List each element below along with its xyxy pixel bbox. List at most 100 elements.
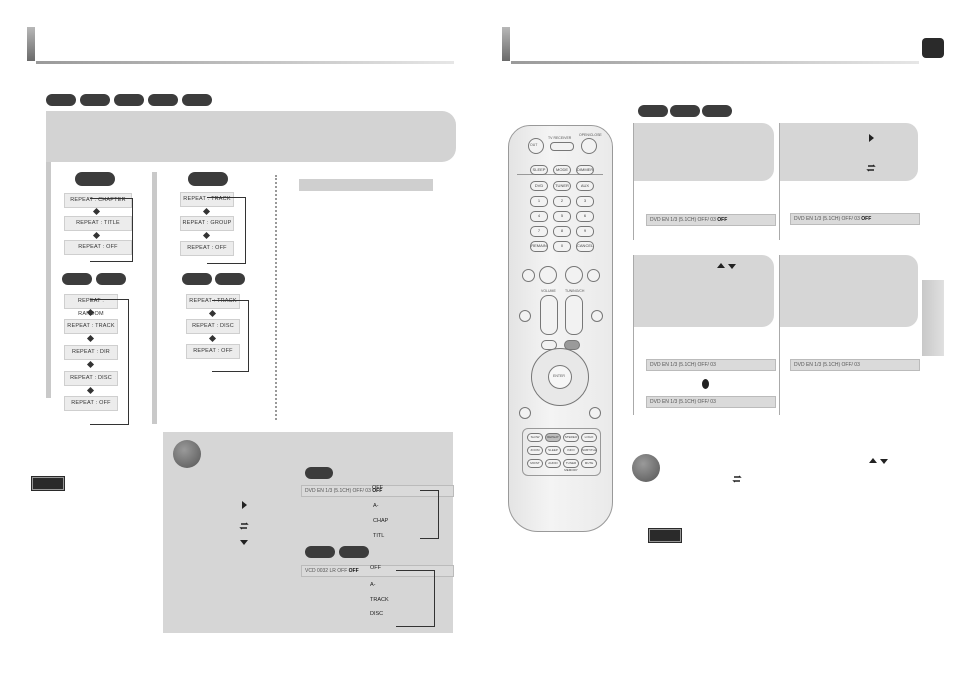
power-button[interactable] bbox=[528, 138, 544, 154]
play-pause-button[interactable] bbox=[565, 266, 583, 284]
step-number-icon bbox=[632, 454, 660, 482]
aux-button[interactable]: AUX bbox=[576, 181, 594, 191]
cancel-button[interactable]: CANCEL bbox=[576, 241, 594, 252]
digit-button[interactable]: 8 bbox=[553, 226, 571, 237]
repeat-choice: TITL bbox=[373, 533, 384, 539]
tv-receiver-switch[interactable] bbox=[550, 142, 574, 151]
header-bar-right bbox=[502, 27, 510, 61]
panel-header bbox=[780, 123, 918, 181]
remote-label: TUNING/CH bbox=[565, 289, 585, 293]
sleep-button-2[interactable]: SLEEP bbox=[545, 446, 561, 455]
audio-button[interactable]: AUDIO bbox=[545, 459, 561, 468]
disc-type-pill bbox=[339, 546, 369, 558]
step-panel bbox=[779, 123, 918, 240]
stop-button[interactable] bbox=[539, 266, 557, 284]
digit-button[interactable]: 4 bbox=[530, 211, 548, 222]
digit-button[interactable]: 9 bbox=[576, 226, 594, 237]
repeat-choice-label: A- bbox=[373, 503, 379, 509]
down-arrow-icon bbox=[728, 264, 736, 269]
stereo-button[interactable]: STEREO bbox=[563, 433, 579, 442]
mo-st-button[interactable]: MO/ST bbox=[527, 459, 543, 468]
repeat-choice-label: OFF bbox=[372, 485, 383, 491]
digit-button[interactable]: 2 bbox=[553, 196, 571, 207]
digit-button[interactable]: 3 bbox=[576, 196, 594, 207]
play-icon bbox=[869, 134, 874, 142]
osd-disc: DVD bbox=[650, 217, 661, 223]
osd-info: 0032 LR OFF bbox=[316, 568, 348, 574]
osd-bar: DVD EN 1/3 (5.1CH) OFF/ 03 OFF bbox=[790, 213, 920, 225]
disc-type-pill bbox=[702, 105, 732, 117]
repeat-option: REPEAT : TRACK bbox=[180, 192, 234, 207]
slow-button[interactable]: SLOW bbox=[527, 433, 543, 442]
step-panel bbox=[633, 123, 774, 240]
repeat-choice-label: OFF bbox=[370, 565, 381, 571]
repeat-option: REPEAT : TRACK bbox=[64, 319, 118, 334]
side-button-left[interactable] bbox=[519, 310, 531, 322]
dvd-pill bbox=[305, 467, 333, 479]
remain-button[interactable]: REMAIN bbox=[530, 241, 548, 252]
page-number-tab bbox=[922, 38, 944, 58]
remote-control: OUT TV RECEIVER OPEN/CLOSE SLEEP MODE DI… bbox=[508, 125, 613, 532]
disc-type-pill bbox=[638, 105, 668, 117]
dvd-pill bbox=[75, 172, 115, 186]
digit-button[interactable]: 0 bbox=[553, 241, 571, 252]
step-panel bbox=[633, 255, 774, 415]
tuner-memory-button[interactable]: TUNER MEMORY bbox=[563, 459, 579, 472]
info-button-2[interactable]: INFO bbox=[563, 446, 579, 455]
info-button[interactable] bbox=[564, 340, 580, 350]
repeat-option: REPEAT : TRACK bbox=[186, 294, 240, 309]
up-arrow-icon bbox=[717, 263, 725, 268]
digit-button[interactable]: 5 bbox=[553, 211, 571, 222]
open-close-button[interactable] bbox=[581, 138, 597, 154]
skip-back-button[interactable] bbox=[522, 269, 535, 282]
repeat-choice: OFF bbox=[370, 565, 381, 571]
tuning-rocker[interactable] bbox=[565, 295, 583, 335]
mute-button-2[interactable]: MUTE bbox=[581, 459, 597, 468]
header-line-left bbox=[36, 61, 454, 64]
side-button-right[interactable] bbox=[591, 310, 603, 322]
mute-button[interactable] bbox=[589, 407, 601, 419]
dvd-button[interactable]: DVD bbox=[530, 181, 548, 191]
subtitle-button[interactable]: SUBTITLE bbox=[581, 446, 597, 455]
return-button[interactable] bbox=[519, 407, 531, 419]
osd-disc: DVD bbox=[794, 362, 805, 368]
loop-arrow bbox=[396, 570, 435, 627]
note-label bbox=[648, 528, 682, 543]
repeat-option: REPEAT : TITLE bbox=[64, 216, 132, 231]
dimmer-button[interactable]: DIMMER bbox=[576, 165, 594, 175]
repeat-choice: TRACK bbox=[370, 597, 389, 603]
repeat-option: REPEAT : DIR bbox=[64, 345, 118, 360]
loop-arrow bbox=[420, 490, 439, 539]
disc-type-pill bbox=[182, 94, 212, 106]
disc-type-pill bbox=[182, 273, 212, 285]
digit-button[interactable]: 6 bbox=[576, 211, 594, 222]
volume-rocker[interactable] bbox=[540, 295, 558, 335]
repeat-option: REPEAT : OFF bbox=[180, 241, 234, 256]
mode-button[interactable]: MODE bbox=[553, 165, 571, 175]
osd-state: OFF bbox=[717, 217, 728, 223]
osd-state: OFF bbox=[348, 568, 359, 574]
osd-bar: DVD EN 1/3 (5.1CH) OFF/ 03 bbox=[646, 396, 776, 408]
section-side-tab bbox=[922, 280, 944, 356]
osd-bar: DVD EN 1/3 (5.1CH) OFF/ 03 bbox=[790, 359, 920, 371]
repeat-choice-label: A- bbox=[370, 582, 376, 588]
osd-bar: VCD 0032 LR OFF OFF bbox=[301, 565, 454, 577]
down-arrow-icon bbox=[240, 540, 248, 545]
logo-button[interactable]: LOGO bbox=[581, 433, 597, 442]
repeat-option: REPEAT : OFF bbox=[64, 396, 118, 411]
digit-button[interactable]: 7 bbox=[530, 226, 548, 237]
enter-button[interactable] bbox=[548, 365, 572, 389]
repeat-option: REPEAT : OFF bbox=[64, 240, 132, 255]
repeat-option: REPEAT : GROUP bbox=[180, 216, 234, 231]
digit-button[interactable]: 1 bbox=[530, 196, 548, 207]
zoom-button[interactable]: ZOOM bbox=[527, 446, 543, 455]
header-bar-left bbox=[27, 27, 35, 61]
remote-label: TV RECEIVER bbox=[548, 136, 572, 140]
skip-forward-button[interactable] bbox=[587, 269, 600, 282]
tuner-button[interactable]: TUNER bbox=[553, 181, 571, 191]
dotted-divider bbox=[275, 175, 277, 420]
osd-bar: DVD EN 1/3 (5.1CH) OFF/ 03 bbox=[646, 359, 776, 371]
panel-header bbox=[634, 255, 774, 327]
sleep-button[interactable]: SLEEP bbox=[530, 165, 548, 175]
repeat-button[interactable]: REPEAT bbox=[545, 433, 561, 442]
